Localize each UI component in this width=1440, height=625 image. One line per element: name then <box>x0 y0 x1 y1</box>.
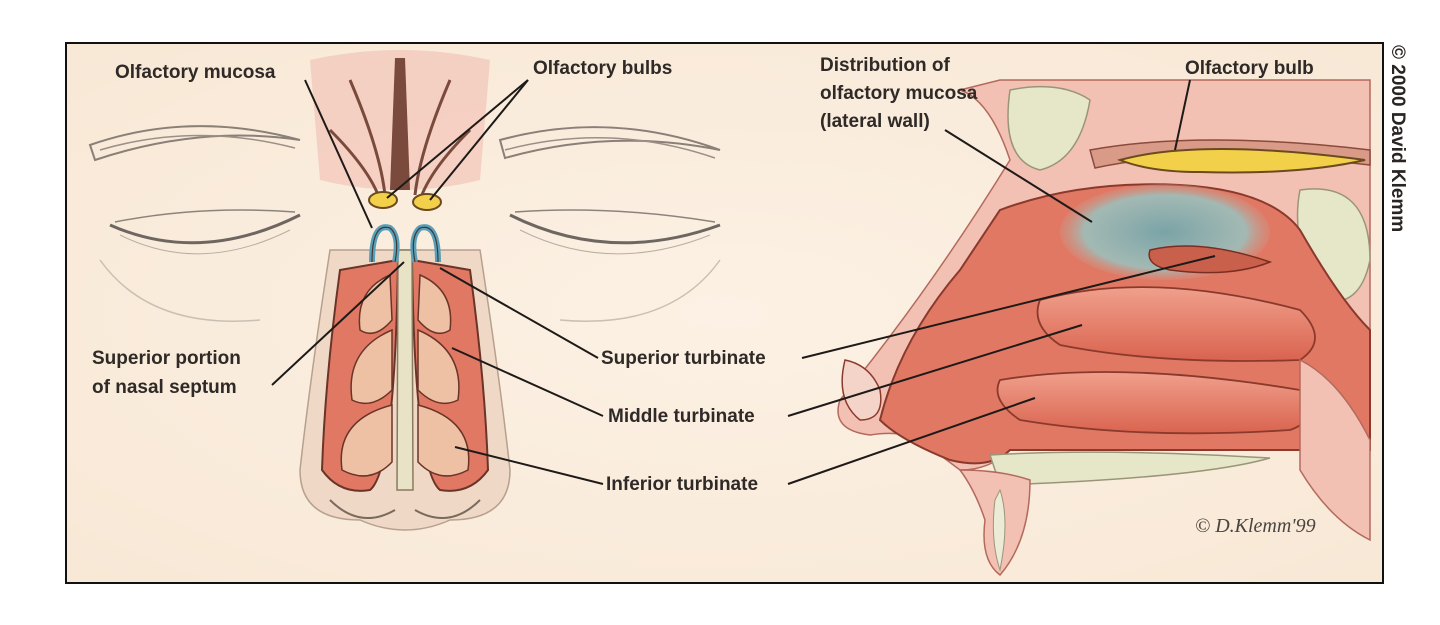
nostril-right <box>414 499 481 519</box>
nostril-left <box>329 499 396 519</box>
middle-turbinate-right <box>417 328 460 405</box>
leader-lines <box>271 79 1216 485</box>
leader-olfactory-mucosa <box>304 79 373 229</box>
leader-superior-turbinate-right <box>801 255 1216 359</box>
middle-turbinate-left <box>350 328 393 405</box>
label-middle-turbinate: Middle turbinate <box>608 406 755 427</box>
lateral-wall-illustration <box>837 79 1371 577</box>
right-eyebrow <box>498 126 721 160</box>
leader-superior-turbinate-left <box>439 267 599 359</box>
inferior-turbinate-lateral <box>996 371 1309 435</box>
incisor-tooth <box>992 488 1006 572</box>
superior-turbinate-right <box>417 273 452 335</box>
superior-turbinate-left <box>358 273 393 335</box>
label-distribution-2: olfactory mucosa <box>820 83 978 104</box>
label-inferior-turbinate: Inferior turbinate <box>606 474 758 495</box>
left-eyebrow <box>88 125 301 162</box>
hard-palate <box>988 451 1271 486</box>
leader-distribution <box>944 129 1093 223</box>
label-olfactory-mucosa: Olfactory mucosa <box>115 62 276 83</box>
leader-inferior-turbinate-right <box>787 397 1036 485</box>
label-superior-portion-1: Superior portion <box>92 348 241 369</box>
brain-folds <box>328 79 472 201</box>
leader-superior-portion <box>271 261 405 386</box>
artist-signature: © D.Klemm'99 <box>1195 515 1316 537</box>
inferior-turbinate-left <box>340 404 393 477</box>
leader-olfactory-bulbs-2 <box>429 79 529 201</box>
nasal-septum <box>396 249 414 491</box>
leader-olfactory-bulb <box>1174 79 1191 151</box>
label-superior-turbinate: Superior turbinate <box>601 348 766 369</box>
superior-turbinate-lateral <box>1148 245 1273 274</box>
leader-middle-turbinate-right <box>787 324 1083 417</box>
olfactory-bulb-lateral <box>1116 148 1366 174</box>
left-eye <box>109 213 301 245</box>
frontal-face-illustration <box>88 50 721 531</box>
label-superior-portion-2: of nasal septum <box>92 377 237 398</box>
leader-inferior-turbinate-left <box>454 446 604 485</box>
olfactory-bulb-right <box>412 193 442 211</box>
copyright-vertical: © 2000 David Klemm <box>1387 45 1408 232</box>
label-olfactory-bulbs: Olfactory bulbs <box>533 58 672 79</box>
leader-olfactory-bulbs-1 <box>386 79 529 199</box>
nasopharynx <box>1299 358 1371 542</box>
inferior-turbinate-right <box>417 404 470 477</box>
label-distribution-3: (lateral wall) <box>820 111 930 132</box>
label-olfactory-bulb: Olfactory bulb <box>1185 58 1314 79</box>
frontal-sinus-bone <box>1007 85 1091 171</box>
label-distribution-1: Distribution of <box>820 55 950 76</box>
right-eye <box>509 213 721 245</box>
nostril-ala <box>841 359 882 421</box>
leader-middle-turbinate-left <box>451 347 604 417</box>
falx-midline <box>390 58 410 190</box>
